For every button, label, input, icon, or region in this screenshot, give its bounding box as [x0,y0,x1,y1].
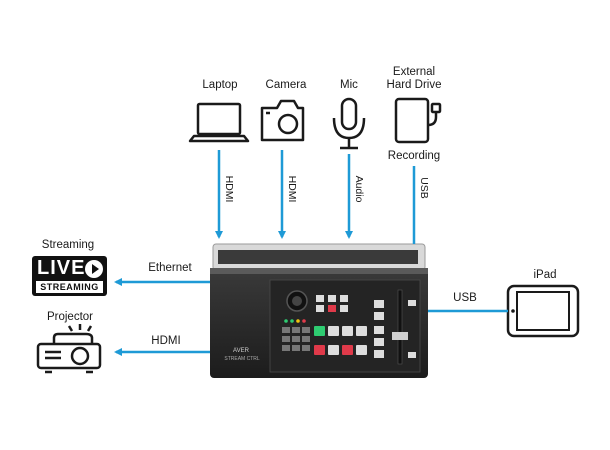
laptop-label: Laptop [202,79,238,91]
camera-icon [260,99,305,142]
mic-label: Mic [340,79,358,91]
hard-drive-label-line2: Hard Drive [386,79,442,91]
stream-switcher-device [210,243,428,378]
ipad-usb-label: USB [453,292,477,304]
camera-label: Camera [265,79,307,91]
projector-hdmi-label: HDMI [151,335,181,347]
drive-usb-label: USB [418,177,430,199]
mic-audio-label: Audio [353,175,365,203]
camera-hdmi-label: HDMI [286,175,298,203]
projector-icon [36,324,102,374]
live-text: LIVE [37,257,86,279]
projector-label: Projector [46,311,94,323]
live-streaming-logo: LIVE STREAMING [32,256,107,296]
ipad-icon [506,284,580,338]
recording-label: Recording [387,150,441,162]
hard-drive-label-line1: External [392,66,436,78]
microphone-icon [332,97,366,150]
laptop-hdmi-label: HDMI [223,175,235,203]
play-icon [85,260,103,278]
laptop-icon [188,102,250,143]
ethernet-label: Ethernet [148,262,192,274]
ipad-label: iPad [533,269,557,281]
hard-drive-icon [394,97,442,144]
streaming-label: Streaming [41,239,95,251]
switcher-model: STREAM CTRL [224,356,260,362]
streaming-text: STREAMING [36,281,103,293]
switcher-brand: AVER [233,348,249,354]
